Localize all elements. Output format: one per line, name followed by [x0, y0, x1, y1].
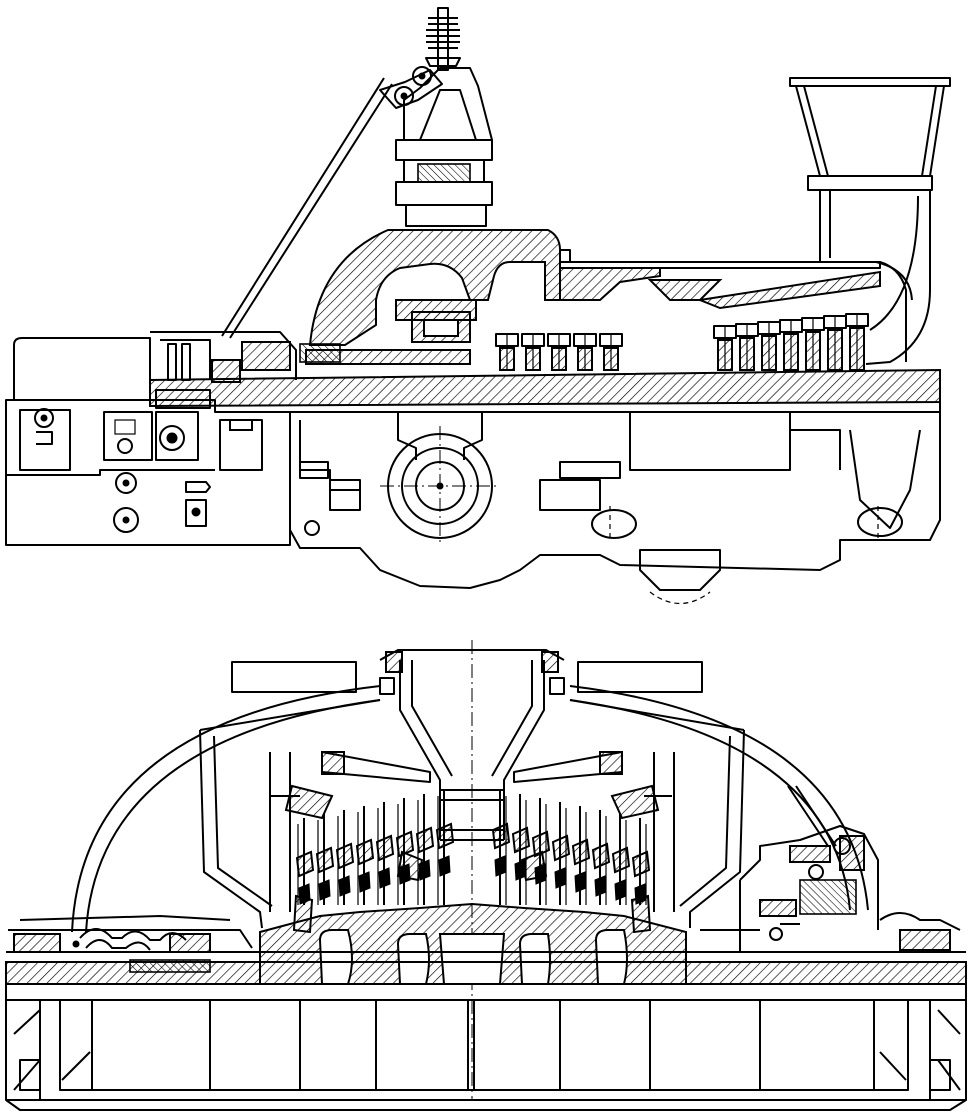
- nozzle-vane: [520, 784, 660, 934]
- exhaust-shell-dome: [71, 661, 869, 933]
- control-valve-chest: [395, 7, 493, 227]
- foundation-frame: [5, 983, 967, 1111]
- blade-row: [573, 333, 597, 371]
- radial-blade: [395, 798, 415, 905]
- blade-row: [735, 323, 759, 371]
- governor-linkage: [221, 66, 443, 339]
- blade-row: [521, 333, 545, 371]
- blade-row: [845, 313, 869, 371]
- rotor-disc: [259, 902, 687, 985]
- rotor-shaft: [6, 368, 941, 412]
- radial-blade: [491, 790, 511, 905]
- radial-blade: [295, 818, 315, 905]
- blade-row: [495, 333, 519, 371]
- front-bearing-pedestal: [5, 337, 291, 546]
- blade-row: [713, 325, 737, 371]
- radial-blade: [375, 802, 395, 905]
- blade-row: [779, 319, 803, 371]
- radial-blade: [631, 818, 651, 905]
- right-governor-box: [700, 785, 961, 952]
- blade-row: [599, 333, 623, 371]
- radial-blade: [551, 802, 571, 905]
- radial-blade: [611, 814, 631, 905]
- lower-half-casing: [289, 411, 941, 604]
- radial-blade: [335, 810, 355, 905]
- radial-blade: [355, 806, 375, 905]
- blade-row: [801, 317, 825, 371]
- radial-blade: [571, 806, 591, 905]
- blade-row: [547, 333, 571, 371]
- blade-row: [757, 321, 781, 371]
- radial-blade: [435, 790, 455, 905]
- radial-blade: [511, 794, 531, 905]
- longitudinal-section-view: [5, 7, 951, 604]
- front-gland-housing: [150, 331, 341, 409]
- exhaust-hood: [789, 77, 951, 365]
- blade-rows-upper: [495, 313, 869, 371]
- radial-blade: [315, 814, 335, 905]
- inlet-pipe: [379, 640, 565, 1100]
- left-gland-box: [8, 915, 253, 973]
- turbine-casing-outline: [559, 249, 907, 362]
- radial-blade: [591, 810, 611, 905]
- radial-blade: [415, 794, 435, 905]
- blade-row: [823, 315, 847, 371]
- cross-section-view: [5, 640, 967, 1111]
